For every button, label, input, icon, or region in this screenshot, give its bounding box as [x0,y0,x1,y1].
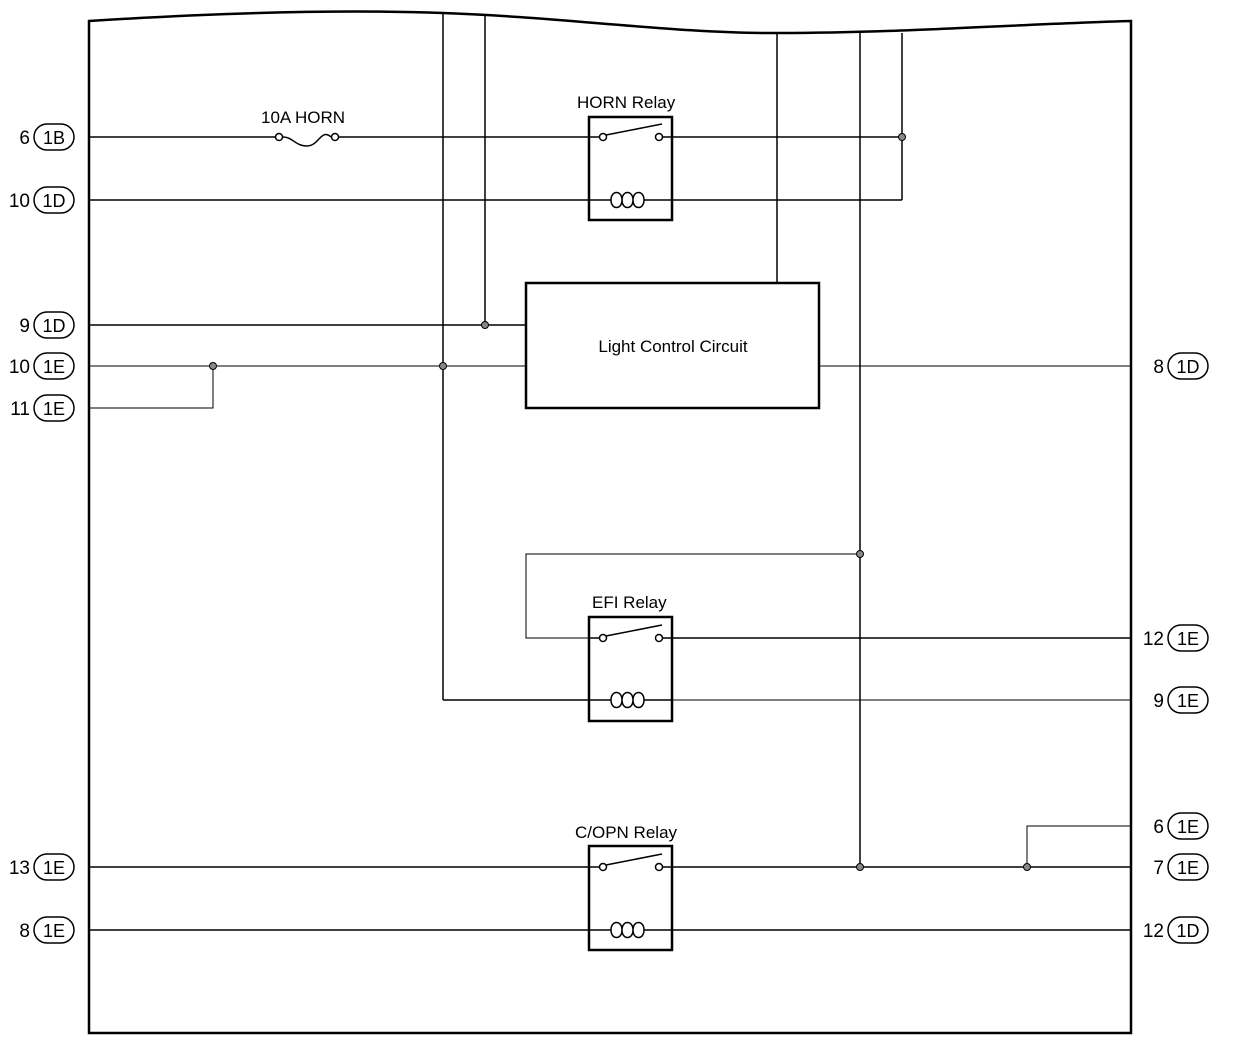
svg-text:13: 13 [9,858,30,879]
junction-dot [481,321,489,329]
svg-text:1D: 1D [42,316,65,336]
horn-relay-label: HORN Relay [577,93,676,112]
svg-text:1D: 1D [42,191,65,211]
junction-dot [856,550,864,558]
junction-dots [209,133,1031,871]
svg-text:1E: 1E [1177,629,1199,649]
left-connector-9-1D: 9 1D [19,311,75,339]
svg-text:1D: 1D [1176,921,1199,941]
svg-text:6: 6 [1153,817,1164,838]
svg-text:1E: 1E [43,921,65,941]
junction-dot [856,863,864,871]
left-connector-11-1E: 11 1E [10,394,75,422]
right-connector-7-1E: 7 1E [1153,853,1209,881]
svg-text:7: 7 [1153,858,1164,879]
horn-relay-switch [588,123,672,142]
left-connector-6-1B: 6 1B [19,123,75,151]
junction-dot [439,362,447,370]
copn-relay [587,844,674,952]
horn-relay-coil [588,191,672,209]
efi-relay-switch [588,624,672,643]
left-connector-8-1E: 8 1E [19,916,75,944]
svg-text:12: 12 [1143,921,1164,942]
efi-relay-coil [588,691,672,709]
fuse-symbol [274,132,340,147]
svg-text:1E: 1E [43,399,65,419]
wire-11-1E [89,366,214,409]
right-connector-12-1D: 12 1D [1143,916,1209,944]
svg-text:1E: 1E [43,858,65,878]
horn-relay [587,115,674,222]
copn-relay-coil [588,921,672,939]
efi-relay-label: EFI Relay [592,593,667,612]
svg-text:8: 8 [19,921,30,942]
svg-text:1E: 1E [1177,691,1199,711]
left-connector-10-1D: 10 1D [9,186,75,214]
left-connector-10-1E: 10 1E [9,352,75,380]
junction-dot [898,133,906,141]
svg-text:8: 8 [1153,357,1164,378]
copn-relay-label: C/OPN Relay [575,823,678,842]
right-connector-6-1E: 6 1E [1153,812,1209,840]
svg-text:6: 6 [19,128,30,149]
svg-text:1E: 1E [1177,858,1199,878]
copn-relay-switch [588,853,672,872]
fuse-label: 10A HORN [261,108,345,127]
svg-text:9: 9 [1153,691,1164,712]
junction-dot [1023,863,1031,871]
light-control-circuit-label: Light Control Circuit [598,337,748,356]
svg-text:1E: 1E [1177,817,1199,837]
svg-text:1B: 1B [43,128,65,148]
svg-text:9: 9 [19,316,30,337]
wire-efi-loop [525,553,860,639]
junction-dot [209,362,217,370]
svg-text:10: 10 [9,191,30,212]
right-connector-8-1D: 8 1D [1153,352,1209,380]
svg-text:11: 11 [10,399,30,420]
svg-text:1D: 1D [1176,357,1199,377]
left-connector-13-1E: 13 1E [9,853,75,881]
right-connector-12-1E: 12 1E [1143,624,1209,652]
svg-text:12: 12 [1143,629,1164,650]
svg-text:10: 10 [9,357,30,378]
enclosure-outline [87,10,1133,1035]
light-control-circuit-block [524,281,821,410]
right-connector-9-1E: 9 1E [1153,686,1209,714]
svg-text:1E: 1E [43,357,65,377]
wire-6-1E [1026,825,1131,867]
